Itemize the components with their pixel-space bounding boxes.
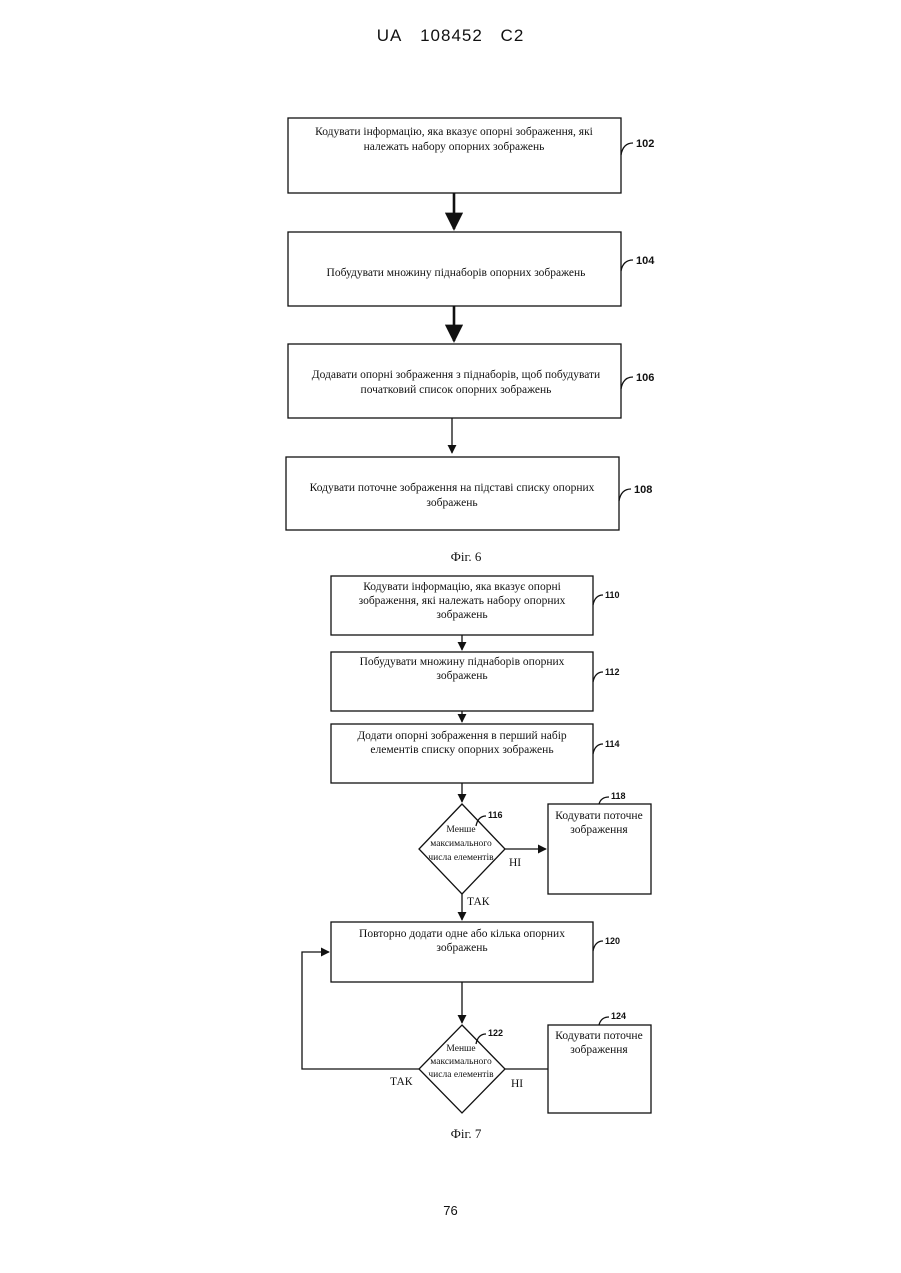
fig6-ref-106: 106 xyxy=(636,372,654,384)
fig7-step-110-line-3: зображень xyxy=(436,609,487,621)
fig7-decision-122-yes: ТАК xyxy=(390,1076,413,1088)
fig7-ref-122: 122 xyxy=(488,1028,503,1038)
fig7-decision-122-line-2: максимального xyxy=(430,1057,492,1067)
fig7-step-110-line-2: зображення, які належать набору опорних xyxy=(359,595,566,607)
fig7-step-112-line-2: зображень xyxy=(436,670,487,682)
fig7-diagram: Кодувати інформацію, яка вказує опорні з… xyxy=(302,576,651,1141)
fig6-step-102-line-1: Кодувати інформацію, яка вказує опорні з… xyxy=(315,126,593,138)
fig6-step-108: Кодувати поточне зображення на підставі … xyxy=(286,457,652,530)
fig7-step-112-line-1: Побудувати множину піднаборів опорних xyxy=(360,656,565,668)
fig6-step-108-line-2: зображень xyxy=(426,497,477,509)
fig7-decision-116-line-2: максимального xyxy=(430,839,492,849)
fig7-decision-122: Менше максимального числа елементів 122 xyxy=(419,1025,505,1113)
fig7-decision-116-no: НІ xyxy=(509,857,521,869)
fig7-end-118: Кодувати поточне зображення 118 xyxy=(548,791,651,894)
fig7-end-118-line-2: зображення xyxy=(570,824,628,836)
fig7-step-114-line-1: Додати опорні зображення в перший набір xyxy=(357,730,567,742)
fig7-ref-112: 112 xyxy=(605,667,620,677)
fig7-ref-116: 116 xyxy=(488,810,503,820)
fig7-decision-122-line-3: числа елементів xyxy=(428,1070,494,1080)
fig7-end-118-line-1: Кодувати поточне xyxy=(555,810,642,822)
fig7-decision-116-yes: ТАК xyxy=(467,896,490,908)
fig6-step-102: Кодувати інформацію, яка вказує опорні з… xyxy=(288,118,654,193)
fig7-ref-110: 110 xyxy=(605,590,620,600)
fig7-end-124: Кодувати поточне зображення 124 xyxy=(548,1011,651,1113)
fig6-ref-102: 102 xyxy=(636,138,654,150)
fig7-ref-118: 118 xyxy=(611,791,626,801)
fig6-caption: Фіг. 6 xyxy=(451,549,482,564)
fig7-step-120: Повторно додати одне або кілька опорних … xyxy=(331,922,620,982)
fig7-ref-114: 114 xyxy=(605,739,620,749)
fig6-step-104-line-1: Побудувати множину піднаборів опорних зо… xyxy=(327,267,586,279)
fig7-decision-116-line-3: числа елементів xyxy=(428,853,494,863)
fig7-caption: Фіг. 7 xyxy=(451,1126,482,1141)
fig7-ref-120: 120 xyxy=(605,936,620,946)
fig6-step-106-line-2: початковий список опорних зображень xyxy=(361,384,552,396)
fig7-end-124-line-2: зображення xyxy=(570,1044,628,1056)
fig7-step-110-line-1: Кодувати інформацію, яка вказує опорні xyxy=(363,581,561,593)
fig7-step-114-line-2: елементів списку опорних зображень xyxy=(370,744,553,756)
fig7-step-114: Додати опорні зображення в перший набір … xyxy=(331,724,620,783)
fig7-end-124-line-1: Кодувати поточне xyxy=(555,1030,642,1042)
fig6-diagram: Кодувати інформацію, яка вказує опорні з… xyxy=(286,118,655,564)
fig6-ref-108: 108 xyxy=(634,484,652,496)
fig7-decision-122-line-1: Менше xyxy=(446,1044,475,1054)
fig7-step-110: Кодувати інформацію, яка вказує опорні з… xyxy=(331,576,620,635)
fig6-step-104: Побудувати множину піднаборів опорних зо… xyxy=(288,232,655,306)
fig7-ref-124: 124 xyxy=(611,1011,626,1021)
page-number: 76 xyxy=(0,1203,901,1218)
fig6-step-106: Додавати опорні зображення з піднаборів,… xyxy=(288,344,654,418)
fig7-decision-116: Менше максимального числа елементів 116 xyxy=(419,804,505,894)
fig7-step-112: Побудувати множину піднаборів опорних зо… xyxy=(331,652,620,711)
fig7-decision-122-no: НІ xyxy=(511,1078,523,1090)
fig7-step-120-line-1: Повторно додати одне або кілька опорних xyxy=(359,928,565,940)
fig6-step-106-line-1: Додавати опорні зображення з піднаборів,… xyxy=(312,369,600,381)
fig6-step-108-line-1: Кодувати поточне зображення на підставі … xyxy=(310,482,595,494)
fig7-decision-116-line-1: Менше xyxy=(446,825,475,835)
fig6-ref-104: 104 xyxy=(636,255,655,267)
fig6-step-102-line-2: належать набору опорних зображень xyxy=(364,141,545,153)
fig7-step-120-line-2: зображень xyxy=(436,942,487,954)
